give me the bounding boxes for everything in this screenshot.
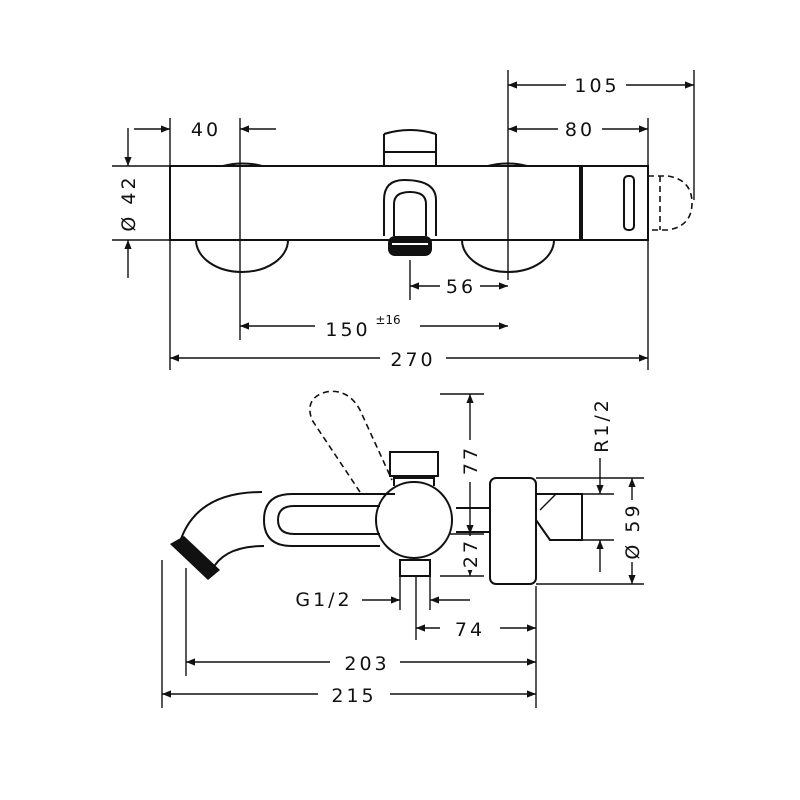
spout-bottom-curve <box>211 545 265 571</box>
spout-tip <box>170 536 220 580</box>
dim-bg-27 <box>462 536 482 570</box>
mixer-center-body <box>375 481 453 559</box>
end-cap-slot <box>623 175 635 231</box>
spout-inner <box>393 190 427 236</box>
phantom-end-outline <box>648 175 693 231</box>
top-view: 105 80 40 Ø 42 56 150 ±16 270 <box>112 70 695 371</box>
body-top-neck <box>393 477 435 486</box>
dim-80: 80 <box>565 119 595 141</box>
lever-slot-outer <box>262 493 395 547</box>
spout-outline <box>383 178 437 236</box>
wall-rosette <box>489 477 537 585</box>
dim-150-tolerance: ±16 <box>375 313 400 327</box>
wall-piece-detail <box>539 493 557 511</box>
dim-105: 105 <box>574 75 619 97</box>
dim-270: 270 <box>390 349 435 371</box>
dim-74: 74 <box>455 619 485 641</box>
side-view: 77 27 R1/2 Ø 59 G1/2 74 203 215 <box>161 390 644 708</box>
diverter-top <box>389 451 439 477</box>
dim-56: 56 <box>446 276 476 298</box>
dim-215: 215 <box>331 685 376 707</box>
left-handle-bottom <box>195 239 289 273</box>
dim-59: Ø 59 <box>622 502 644 559</box>
end-cap <box>581 165 649 241</box>
dim-27: 27 <box>460 538 482 568</box>
dim-r12: R1/2 <box>591 397 613 453</box>
phantom-lever <box>309 390 393 493</box>
dim-g12: G1/2 <box>295 589 352 611</box>
wall-piece <box>535 493 583 541</box>
dim-40: 40 <box>191 119 221 141</box>
dim-203: 203 <box>344 653 389 675</box>
lever-slot-inner <box>276 505 380 535</box>
dim-bg-80 <box>558 118 602 140</box>
left-handle-top <box>222 162 263 167</box>
dim-150: 150 <box>325 319 370 341</box>
spout-outlet <box>388 236 432 256</box>
inlet-connector <box>399 559 431 577</box>
dim-42: Ø 42 <box>118 174 140 231</box>
mixer-body-outline <box>169 165 581 241</box>
dim-bg-105 <box>566 74 626 96</box>
dim-77: 77 <box>460 445 482 475</box>
spout-top-curve <box>179 491 263 543</box>
diverter-knob <box>383 129 437 166</box>
